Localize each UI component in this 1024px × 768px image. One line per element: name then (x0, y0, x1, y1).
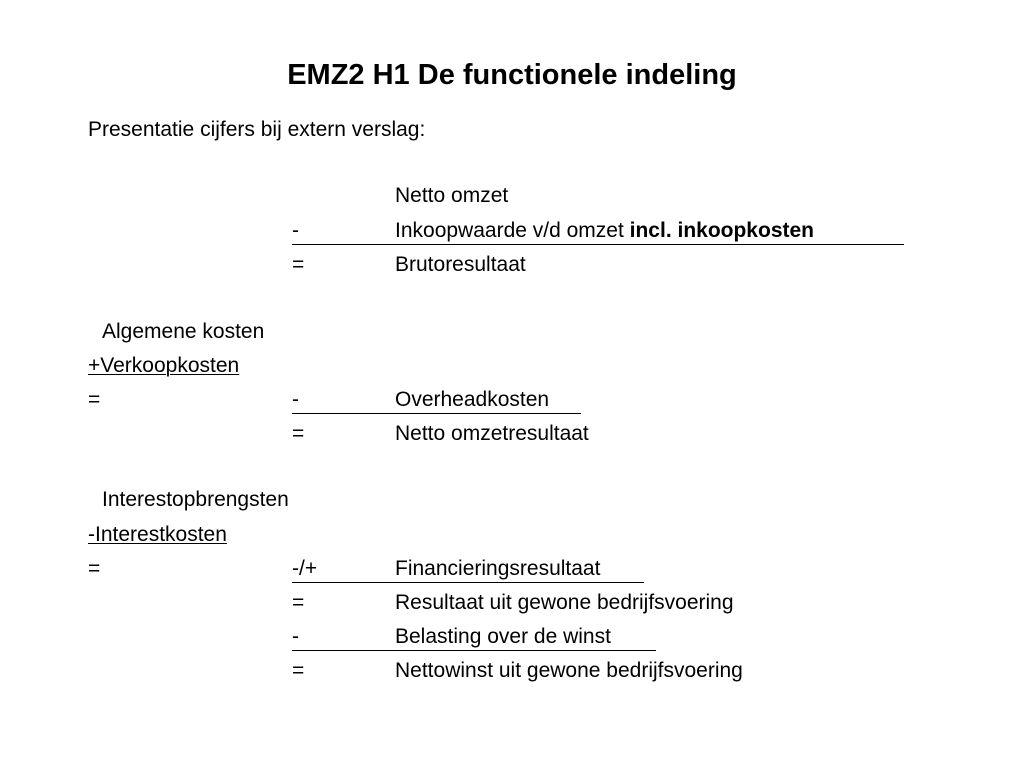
financieringsresultaat-label: Financieringsresultaat (395, 557, 601, 580)
overheadkosten-label: Overheadkosten (395, 388, 550, 411)
equals-operator: = (292, 253, 305, 276)
brutoresultaat-label: Brutoresultaat (395, 253, 526, 276)
netto-omzetresultaat-label: Netto omzetresultaat (395, 422, 589, 445)
interestopbrengsten-label: Interestopbrengsten (102, 488, 289, 511)
nettowinst-label: Nettowinst uit gewone bedrijfsvoering (395, 659, 743, 682)
equals-operator: = (292, 591, 305, 614)
inkoopwaarde-label: Inkoopwaarde v/d omzet incl. inkoopkoste… (395, 218, 814, 244)
inkoopwaarde-row: - Inkoopwaarde v/d omzet incl. inkoopkos… (292, 218, 904, 245)
overheadkosten-row: - Overheadkosten (292, 387, 581, 414)
belasting-label: Belasting over de winst (395, 625, 611, 648)
verkoopkosten-label: +Verkoopkosten (88, 354, 240, 377)
resultaat-gewone-label: Resultaat uit gewone bedrijfsvoering (395, 591, 734, 614)
equals-operator: = (292, 422, 305, 445)
intro-text: Presentatie cijfers bij extern verslag: (88, 118, 426, 141)
equals-left-operator: = (88, 557, 101, 580)
interestkosten-label: -Interestkosten (88, 523, 227, 546)
minus-operator: - (292, 625, 299, 648)
minus-operator: - (292, 388, 299, 411)
slide-title: EMZ2 H1 De functionele indeling (287, 59, 737, 91)
belasting-row: - Belasting over de winst (292, 624, 656, 651)
equals-left-operator: = (88, 388, 101, 411)
financieringsresultaat-row: -/+ Financieringsresultaat (292, 556, 644, 583)
algemene-kosten-label: Algemene kosten (102, 320, 265, 343)
minplus-operator: -/+ (292, 557, 318, 580)
inkoopkosten-bold-text: incl. inkoopkosten (629, 219, 814, 242)
minus-operator: - (292, 219, 299, 242)
netto-omzet-label: Netto omzet (395, 184, 509, 207)
equals-operator: = (292, 659, 305, 682)
inkoopwaarde-text: Inkoopwaarde v/d omzet (395, 219, 630, 242)
